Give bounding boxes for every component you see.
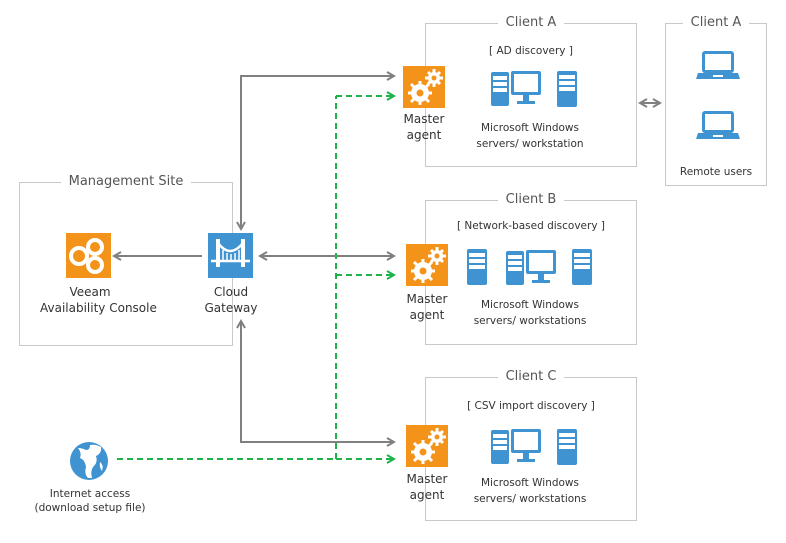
client-b-discovery: [ Network-based discovery ] [457,220,605,232]
cloud-gateway-bridge-icon [208,233,253,278]
client-b-machines-label: Microsoft Windows servers/ workstations [473,299,587,327]
client-a-machines-label: Microsoft Windows servers/ workstation [476,122,584,150]
client-c-server-icon [557,429,577,465]
client-c-workstation-icon [491,429,541,464]
client-b-title: Client B [497,192,565,207]
client-a-workstation-icon [491,71,541,106]
client-a-title: Client A [497,15,565,30]
client-a-master-agent-icon [403,66,445,108]
gateway-label: Cloud Gateway [204,285,258,315]
client-b-server-icon [467,249,487,285]
client-b-server-icon [572,249,592,285]
remote-users-label: Remote users [679,166,753,178]
client-b-workstation-icon [506,250,556,285]
client-b-master-agent-icon [406,244,448,286]
client-b-agent-label: Master agent [406,292,448,322]
client-b-group: Client B [425,192,637,345]
client-c-title: Client C [497,369,565,384]
client-a-agent-label: Master agent [403,112,445,142]
internet-label: Internet access (download setup file) [34,488,146,514]
management-site-title: Management Site [60,174,192,189]
arrow-gateway-to-client-a [241,76,394,229]
client-c-machines-label: Microsoft Windows servers/ workstations [473,477,587,505]
arrow-gateway-to-client-c [241,321,394,442]
console-label: Veeam Availability Console [40,285,157,315]
client-a-group: Client A [425,15,637,167]
client-a-server-icon [557,71,577,107]
client-a-discovery: [ AD discovery ] [489,45,573,57]
client-c-discovery: [ CSV import discovery ] [467,400,595,412]
remote-users-title: Client A [682,15,750,30]
globe-icon [70,442,108,480]
laptop-icon [696,51,740,79]
management-site-group: Management Site [19,174,233,346]
remote-users-group: Client A [665,15,767,186]
client-c-master-agent-icon [406,425,448,467]
client-c-agent-label: Master agent [406,472,448,502]
laptop-icon [696,111,740,139]
veeam-console-icon [66,233,111,278]
